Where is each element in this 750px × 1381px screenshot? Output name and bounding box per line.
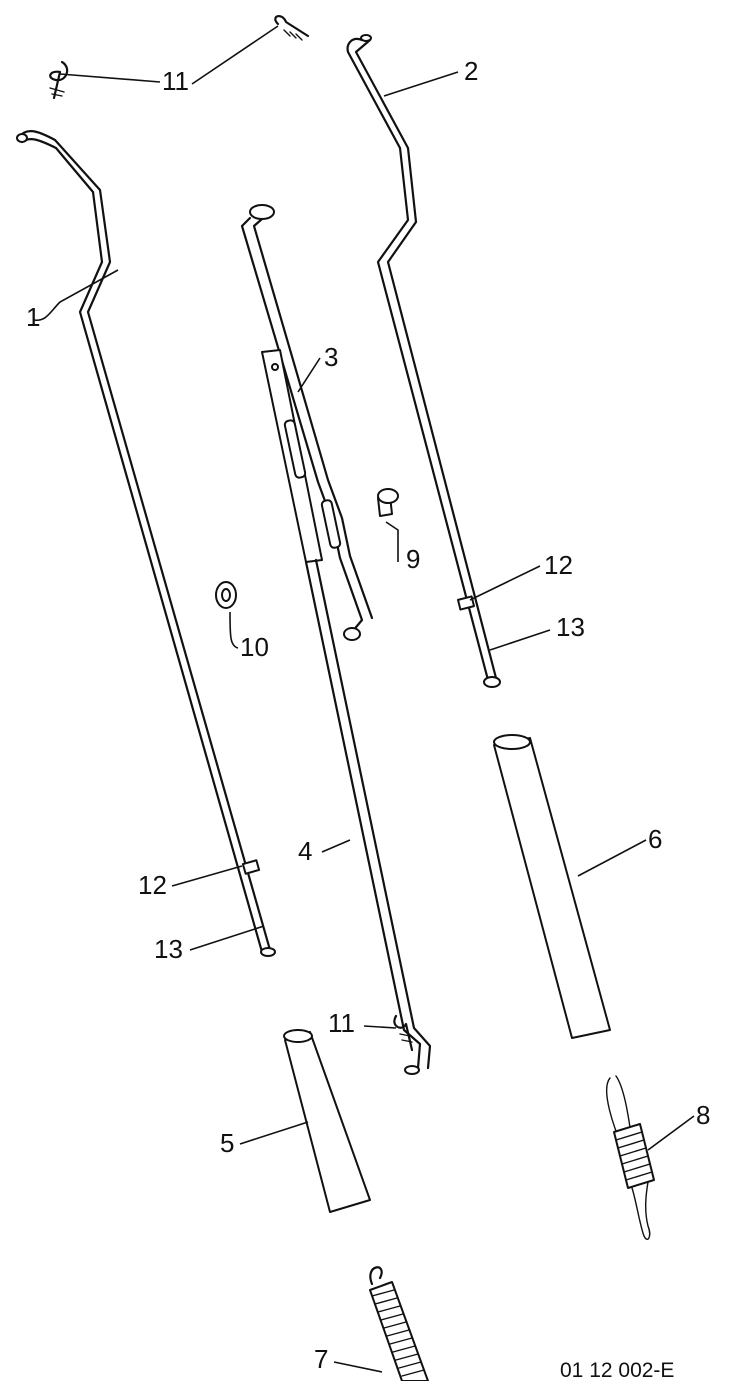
figure-code: 01 12 002-E	[560, 1359, 674, 1381]
callout-9: 9	[406, 544, 420, 574]
clip-11-top-center	[274, 15, 310, 41]
callout-13-right: 13	[556, 612, 585, 642]
callout-12-left: 12	[138, 870, 167, 900]
leader-lines	[33, 25, 695, 1373]
clip-11-top-left	[49, 60, 69, 100]
callout-8: 8	[696, 1100, 710, 1130]
callout-2: 2	[464, 56, 478, 86]
pin-9	[377, 488, 399, 517]
nut-10	[215, 581, 237, 609]
callout-11-top-left: 11	[162, 66, 189, 96]
spring-7	[369, 1266, 429, 1381]
clip-11-lower	[393, 1014, 414, 1052]
rod-1	[16, 130, 276, 957]
callout-10: 10	[240, 632, 269, 662]
callout-7: 7	[314, 1344, 328, 1374]
callout-3: 3	[324, 342, 338, 372]
callout-5: 5	[220, 1128, 234, 1158]
rod-2	[346, 34, 501, 688]
grip-tube-6	[493, 734, 611, 1039]
callout-6: 6	[648, 824, 662, 854]
callout-12-right: 12	[544, 550, 573, 580]
callout-4: 4	[298, 836, 312, 866]
grip-tube-5	[283, 1029, 371, 1213]
callout-11-lower: 11	[328, 1008, 355, 1038]
callout-13-left: 13	[154, 934, 183, 964]
rod-3	[240, 204, 374, 641]
rod-4	[261, 349, 432, 1075]
spring-8	[605, 1075, 655, 1240]
callout-labels: 1 2 3 4 5 6 7 8 9 10 11 11 12 12 13 13	[26, 56, 710, 1374]
callout-1: 1	[26, 302, 40, 332]
